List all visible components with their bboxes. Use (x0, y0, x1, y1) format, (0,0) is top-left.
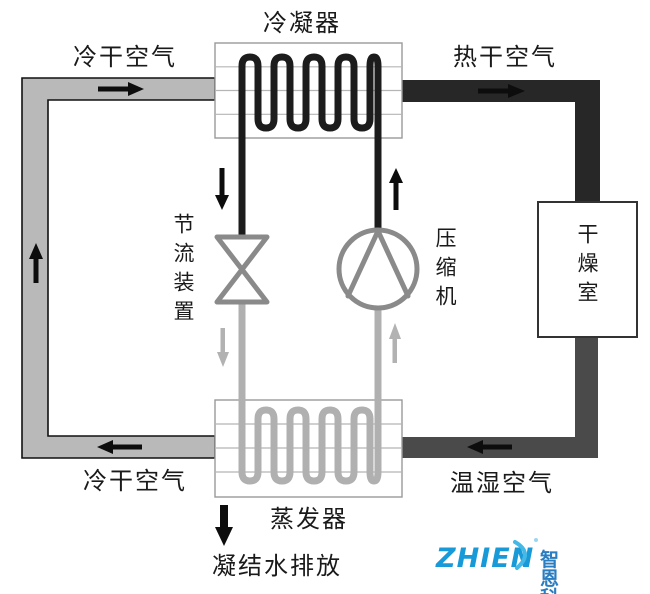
throttle-device-label: 节流装置 (171, 213, 195, 329)
refrigerant-arrow-up-to-compressor-icon (389, 323, 401, 363)
compressor-icon (336, 227, 420, 311)
drying-room-label: 干燥室 (575, 223, 599, 310)
compressor-label: 压缩机 (433, 227, 457, 314)
condenser-coil-icon (238, 53, 382, 238)
flow-arrow-left-bottom-left-icon (97, 440, 142, 454)
hot-dry-air-label: 热干空气 (453, 43, 557, 71)
throttle-valve-icon (214, 234, 270, 305)
cold-dry-air-bottom-label: 冷干空气 (83, 467, 187, 495)
cold-dry-air-top-label: 冷干空气 (73, 43, 177, 71)
evaporator-label: 蒸发器 (270, 505, 348, 533)
flow-arrow-right-hot-duct-icon (478, 84, 525, 98)
refrigerant-arrow-down-to-valve-icon (215, 168, 229, 210)
refrigerant-arrow-up-to-condenser-icon (389, 168, 403, 210)
evaporator-coil-icon (238, 304, 382, 485)
flow-arrow-right-top-left-icon (98, 82, 144, 96)
refrigerant-arrow-down-to-evaporator-icon (217, 328, 229, 367)
condensate-drain-arrow-icon (215, 505, 233, 546)
flow-arrow-up-left-duct-icon (29, 243, 43, 283)
flow-arrow-left-humid-duct-icon (467, 440, 512, 454)
humid-air-duct (402, 337, 598, 458)
drying-room-box (537, 201, 638, 338)
warm-humid-air-label: 温湿空气 (450, 469, 554, 497)
condenser-label: 冷凝器 (263, 9, 341, 37)
brand-company-text: 智恩科技 (540, 549, 561, 594)
condensate-drain-label: 凝结水排放 (212, 552, 342, 580)
logo-swoosh-icon (513, 538, 538, 570)
hot-air-duct (402, 80, 600, 202)
compressor-inner-lines (345, 228, 411, 299)
